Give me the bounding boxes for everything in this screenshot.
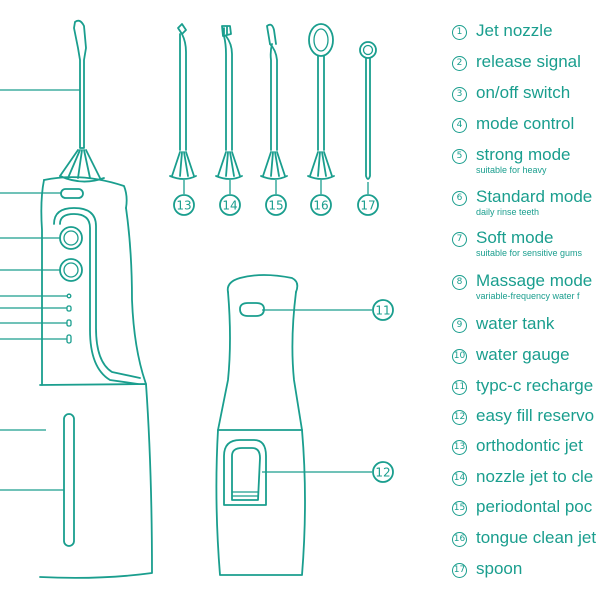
legend-number: 17 xyxy=(452,563,467,578)
led-strong xyxy=(66,293,72,299)
typec-port xyxy=(239,302,265,317)
handle-head xyxy=(43,176,128,209)
control-panel xyxy=(53,207,141,385)
legend-number: 5 xyxy=(452,149,467,164)
led-soft xyxy=(66,319,72,327)
legend-label: Massage mode xyxy=(476,271,593,290)
callout-14: 14 xyxy=(222,199,237,213)
callout-15: 15 xyxy=(268,199,283,213)
legend-label: periodontal poc xyxy=(476,497,593,516)
legend-number: 15 xyxy=(452,501,467,516)
legend-number: 1 xyxy=(452,25,467,40)
legend-number: 4 xyxy=(452,118,467,133)
legend-label: strong mode xyxy=(476,145,571,164)
callout-11: 11 xyxy=(375,304,390,318)
legend-number: 10 xyxy=(452,349,467,364)
release-button xyxy=(60,188,84,199)
legend-label: orthodontic jet xyxy=(476,436,583,455)
callout-17: 17 xyxy=(360,199,375,213)
legend-label: spoon xyxy=(476,559,523,578)
legend-label: release signal xyxy=(476,52,581,71)
legend-number: 11 xyxy=(452,380,467,395)
legend-label: nozzle jet to cle xyxy=(476,467,594,486)
legend-label: water gauge xyxy=(476,345,570,364)
callout-16: 16 xyxy=(313,199,328,213)
legend-number: 14 xyxy=(452,471,467,486)
water-flosser-side-view xyxy=(215,274,394,576)
legend-label: water tank xyxy=(476,314,555,333)
legend-sublabel: suitable for sensitive gums xyxy=(476,248,583,258)
mode-control-button xyxy=(59,258,83,282)
legend-number: 9 xyxy=(452,318,467,333)
reservoir-door xyxy=(223,439,267,506)
nozzle-base xyxy=(59,149,101,179)
legend-label: tongue clean jet xyxy=(476,528,597,547)
legend-number: 6 xyxy=(452,191,467,206)
callout-13: 13 xyxy=(176,199,191,213)
water-tank xyxy=(39,383,153,579)
legend-number: 3 xyxy=(452,87,467,102)
water-flosser-front-view xyxy=(39,19,153,579)
legend-label: mode control xyxy=(476,114,575,133)
legend-number: 2 xyxy=(452,56,467,71)
legend-sublabel: suitable for heavy xyxy=(476,165,547,175)
legend-sublabel: variable-frequency water f xyxy=(476,291,580,301)
legend-number: 12 xyxy=(452,410,467,425)
nozzle-14-cleaning xyxy=(215,25,243,216)
legend-label: typc-c recharge xyxy=(476,376,594,395)
leader-lines xyxy=(0,89,80,491)
legend-label: easy fill reservo xyxy=(476,406,595,425)
nozzle-17-spoon xyxy=(357,41,379,216)
legend-number: 16 xyxy=(452,532,467,547)
legend-label: Soft mode xyxy=(476,228,554,247)
legend-label: Jet nozzle xyxy=(476,21,553,40)
on-off-switch xyxy=(59,226,83,250)
handle-body xyxy=(40,179,147,386)
water-gauge xyxy=(63,413,75,547)
callout-12: 12 xyxy=(375,466,390,480)
legend-number: 13 xyxy=(452,440,467,455)
led-massage xyxy=(66,334,72,344)
legend-label: Standard mode xyxy=(476,187,593,206)
led-standard xyxy=(66,305,72,312)
legend-number: 8 xyxy=(452,275,467,290)
legend-number: 7 xyxy=(452,232,467,247)
nozzle-13-orthodontic xyxy=(169,23,197,216)
jet-nozzle xyxy=(73,19,87,149)
nozzle-16-tongue xyxy=(307,23,335,216)
legend-label: on/off switch xyxy=(476,83,571,102)
legend-sublabel: daily rinse teeth xyxy=(476,207,540,217)
nozzle-15-periodontal xyxy=(260,23,288,216)
